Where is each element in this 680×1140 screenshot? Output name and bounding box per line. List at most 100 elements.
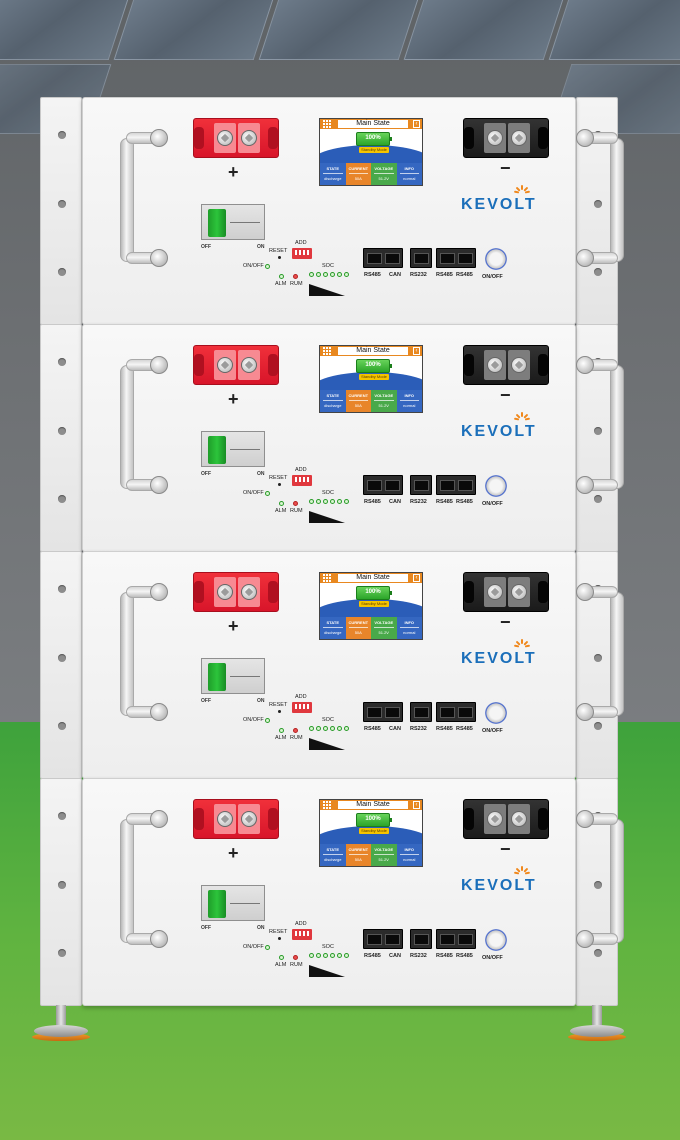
- positive-terminal[interactable]: [193, 572, 279, 612]
- circuit-breaker[interactable]: [201, 885, 265, 921]
- bolt-icon: [241, 130, 257, 146]
- battery-icon: 100%: [356, 813, 392, 827]
- battery-status: Standby Mode: [359, 147, 389, 153]
- carry-handle-right[interactable]: [576, 810, 624, 948]
- power-button[interactable]: [485, 475, 507, 497]
- port-rs232[interactable]: [410, 929, 432, 949]
- positive-terminal[interactable]: [193, 345, 279, 385]
- power-button[interactable]: [485, 248, 507, 270]
- negative-symbol: −: [500, 158, 511, 178]
- solar-cell: [403, 0, 567, 60]
- run-led-icon: [265, 264, 270, 269]
- onoff-indicator-label: ON/OFF: [243, 263, 264, 269]
- port-rs232[interactable]: [410, 248, 432, 268]
- battery-status: Standby Mode: [359, 601, 389, 607]
- bolt-icon: [511, 357, 527, 373]
- port-rs485-pair[interactable]: [436, 702, 476, 722]
- circuit-breaker[interactable]: [201, 204, 265, 240]
- address-dip-switch[interactable]: [292, 248, 312, 259]
- address-dip-switch[interactable]: [292, 475, 312, 486]
- sun-icon: [513, 866, 531, 879]
- carry-handle-left[interactable]: [120, 129, 168, 267]
- port-label: RS485: [436, 953, 453, 959]
- menu-grid-icon[interactable]: [323, 574, 331, 582]
- negative-terminal[interactable]: [463, 799, 549, 839]
- port-rs485-can[interactable]: [363, 475, 403, 495]
- port-rs485-can[interactable]: [363, 929, 403, 949]
- rum-label: RUM: [290, 508, 303, 514]
- carry-handle-left[interactable]: [120, 810, 168, 948]
- soc-led-icon: [323, 272, 328, 277]
- port-rs485-can[interactable]: [363, 702, 403, 722]
- port-label: RS232: [410, 272, 427, 278]
- soc-label: SOC: [322, 944, 334, 950]
- alm-label: ALM: [275, 962, 287, 968]
- soc-led-icon: [330, 726, 335, 731]
- reset-button[interactable]: [278, 256, 281, 259]
- port-rs232[interactable]: [410, 475, 432, 495]
- back-icon[interactable]: ‹: [413, 120, 420, 128]
- alm-led-icon: [279, 728, 284, 733]
- reset-button[interactable]: [278, 483, 281, 486]
- positive-terminal[interactable]: [193, 118, 279, 158]
- address-dip-switch[interactable]: [292, 702, 312, 713]
- carry-handle-right[interactable]: [576, 129, 624, 267]
- battery-module-3: + − OFF ON Main State ‹ 100%: [40, 551, 624, 779]
- address-dip-switch[interactable]: [292, 929, 312, 940]
- brand-name: KEVOLT: [461, 423, 537, 440]
- port-label: RS485: [456, 726, 473, 732]
- breaker-toggle[interactable]: [208, 209, 226, 237]
- port-rs485-pair[interactable]: [436, 248, 476, 268]
- mount-hole: [58, 200, 66, 208]
- circuit-breaker[interactable]: [201, 658, 265, 694]
- negative-terminal[interactable]: [463, 572, 549, 612]
- breaker-toggle[interactable]: [208, 890, 226, 918]
- power-button[interactable]: [485, 702, 507, 724]
- reset-button[interactable]: [278, 937, 281, 940]
- soc-led-icon: [309, 726, 314, 731]
- circuit-breaker[interactable]: [201, 431, 265, 467]
- menu-grid-icon[interactable]: [323, 120, 331, 128]
- menu-grid-icon[interactable]: [323, 801, 331, 809]
- port-rs485-can[interactable]: [363, 248, 403, 268]
- bolt-icon: [241, 584, 257, 600]
- breaker-off-label: OFF: [201, 471, 211, 477]
- carry-handle-left[interactable]: [120, 583, 168, 721]
- port-label: RS485: [436, 272, 453, 278]
- positive-terminal[interactable]: [193, 799, 279, 839]
- port-rs232[interactable]: [410, 702, 432, 722]
- screen-title: Main State: [338, 347, 408, 355]
- mount-hole: [58, 585, 66, 593]
- negative-terminal[interactable]: [463, 345, 549, 385]
- back-icon[interactable]: ‹: [413, 347, 420, 355]
- bolt-icon: [511, 130, 527, 146]
- back-icon[interactable]: ‹: [413, 574, 420, 582]
- port-rs485-pair[interactable]: [436, 475, 476, 495]
- carry-handle-left[interactable]: [120, 356, 168, 494]
- carry-handle-right[interactable]: [576, 583, 624, 721]
- port-rs485-pair[interactable]: [436, 929, 476, 949]
- breaker-toggle[interactable]: [208, 436, 226, 464]
- reset-label: RESET: [269, 702, 288, 708]
- bolt-icon: [487, 130, 503, 146]
- menu-grid-icon[interactable]: [323, 347, 331, 355]
- soc-led-icon: [330, 499, 335, 504]
- reset-button[interactable]: [278, 710, 281, 713]
- power-button[interactable]: [485, 929, 507, 951]
- back-icon[interactable]: ‹: [413, 801, 420, 809]
- negative-terminal[interactable]: [463, 118, 549, 158]
- carry-handle-right[interactable]: [576, 356, 624, 494]
- breaker-toggle[interactable]: [208, 663, 226, 691]
- positive-symbol: +: [228, 162, 239, 182]
- screen-title: Main State: [338, 120, 408, 128]
- negative-symbol: −: [500, 839, 511, 859]
